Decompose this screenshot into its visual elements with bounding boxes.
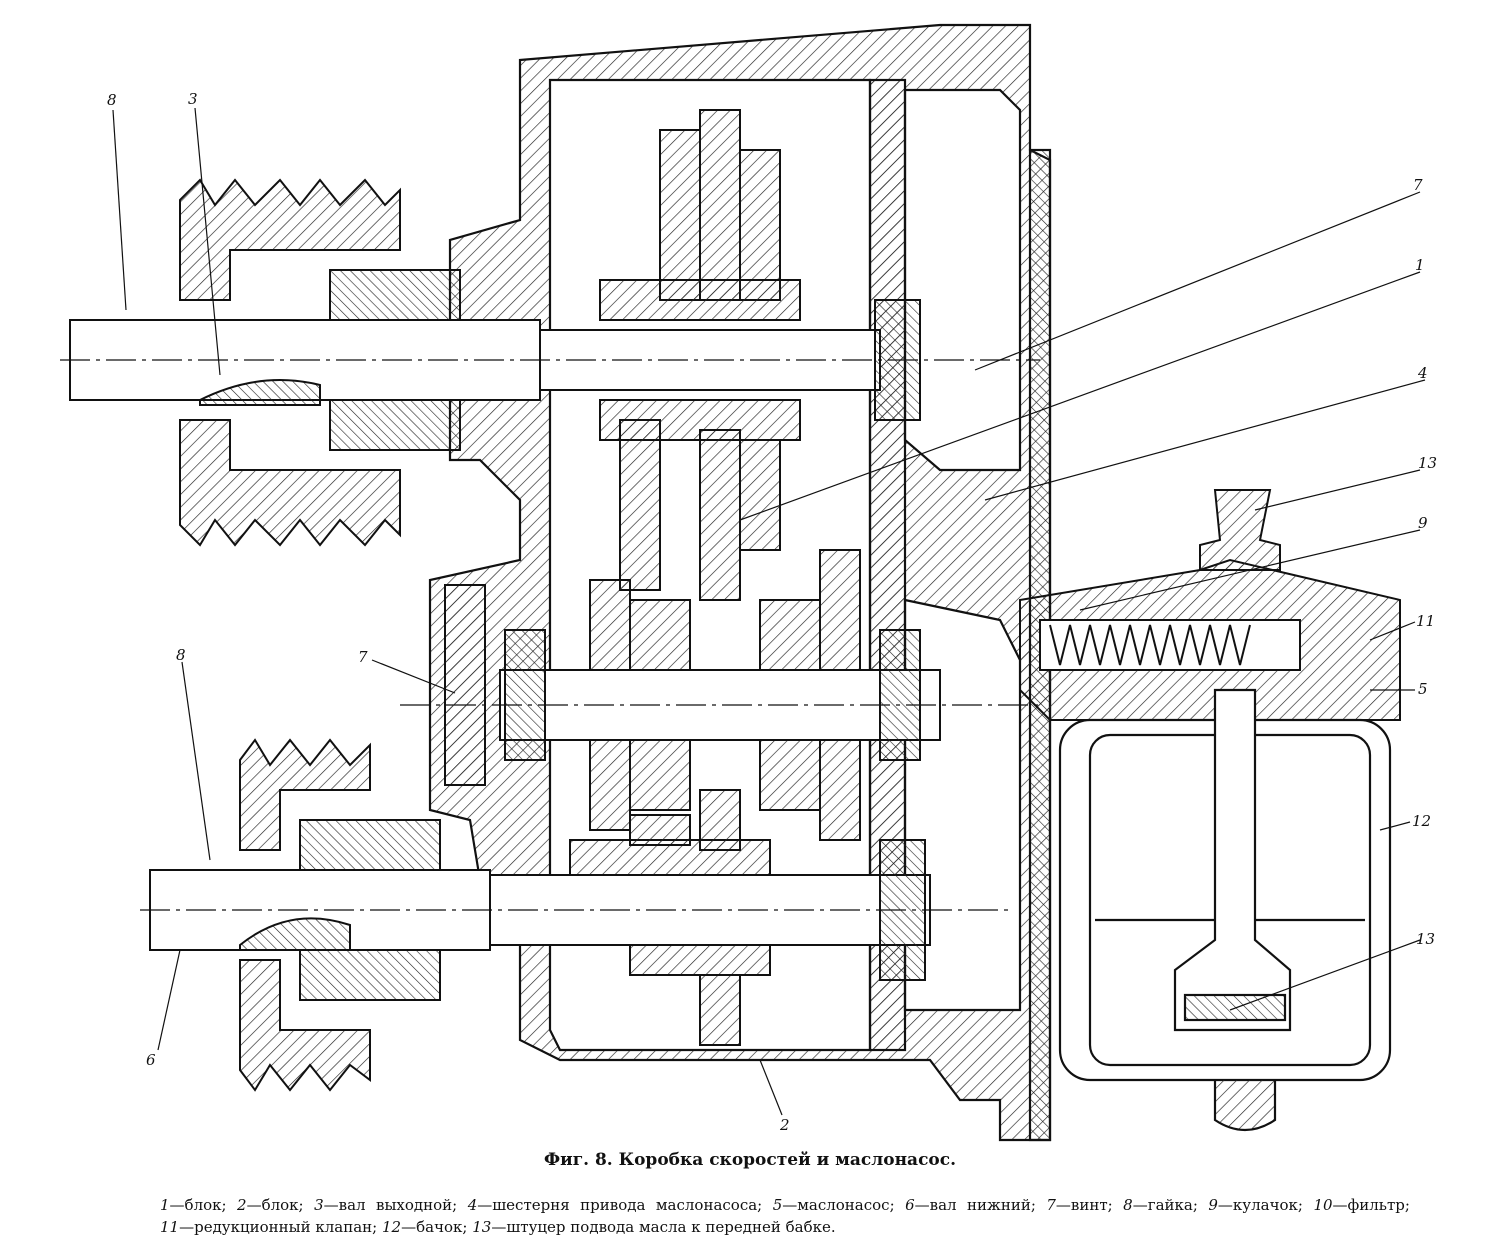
upper-gear-block <box>599 109 801 601</box>
spring <box>1049 624 1251 666</box>
middle-shaft <box>400 669 1040 741</box>
legend-item: 1—блок; <box>160 1196 227 1214</box>
legend-item: 13—штуцер подвода масла к передней бабке… <box>472 1218 836 1236</box>
callout-4: 4 <box>1417 364 1428 382</box>
upper-pulley <box>179 178 401 547</box>
callout-3-top: 3 <box>188 90 198 108</box>
callout-11: 11 <box>1416 612 1435 630</box>
callout-7-right: 7 <box>1413 176 1423 194</box>
lower-bearings <box>299 819 926 1001</box>
lower-gear-block <box>569 789 771 1046</box>
lower-pulley <box>239 738 371 1092</box>
callout-7-left: 7 <box>358 648 368 666</box>
upper-bearings <box>329 269 921 451</box>
legend-item: 8—гайка; <box>1123 1196 1198 1214</box>
callout-1: 1 <box>1415 256 1425 274</box>
fitting-13 <box>1199 489 1281 571</box>
callout-labels: 8 3 7 1 4 13 9 11 5 12 13 8 7 6 2 <box>107 90 1437 1134</box>
callout-13-top: 13 <box>1418 454 1437 472</box>
middle-gears <box>444 549 921 841</box>
callout-8-top: 8 <box>107 91 117 109</box>
legend-item: 5—маслонасос; <box>772 1196 895 1214</box>
callout-6: 6 <box>146 1051 156 1069</box>
legend-item: 2—блок; <box>237 1196 304 1214</box>
upper-shaft <box>60 319 1040 406</box>
figure-caption: Фиг. 8. Коробка скоростей и маслонасос. <box>543 1150 957 1170</box>
legend-item: 6—вал нижний; <box>905 1196 1036 1214</box>
legend-item: 10—фильтр; <box>1313 1196 1410 1214</box>
legend-item: 9—кулачок; <box>1208 1196 1303 1214</box>
callout-9: 9 <box>1418 514 1428 532</box>
oil-pump-body <box>1019 489 1401 721</box>
right-chamber <box>903 88 1022 472</box>
callout-5-right: 5 <box>1418 680 1428 698</box>
filter <box>1173 688 1292 1032</box>
oil-tank <box>1058 688 1392 1131</box>
legend-item: 3—вал выходной; <box>314 1196 458 1214</box>
leader-lines <box>112 107 1426 1116</box>
gearbox-oil-pump-drawing: 8 3 7 1 4 13 9 11 5 12 13 8 7 6 2 <box>60 23 1437 1142</box>
callout-8-left: 8 <box>176 646 186 664</box>
legend-item: 4—шестерня привода маслонасоса; <box>467 1196 763 1214</box>
legend-item: 7—винт; <box>1046 1196 1113 1214</box>
figure-legend: 1—блок; 2—блок; 3—вал выходной; 4—шестер… <box>160 1194 1410 1238</box>
legend-item: 11—редукционный клапан; <box>160 1218 378 1236</box>
callout-12: 12 <box>1412 812 1431 830</box>
callout-13-bottom: 13 <box>1416 930 1435 948</box>
legend-item: 12—бачок; <box>382 1218 468 1236</box>
callout-2: 2 <box>779 1116 790 1134</box>
